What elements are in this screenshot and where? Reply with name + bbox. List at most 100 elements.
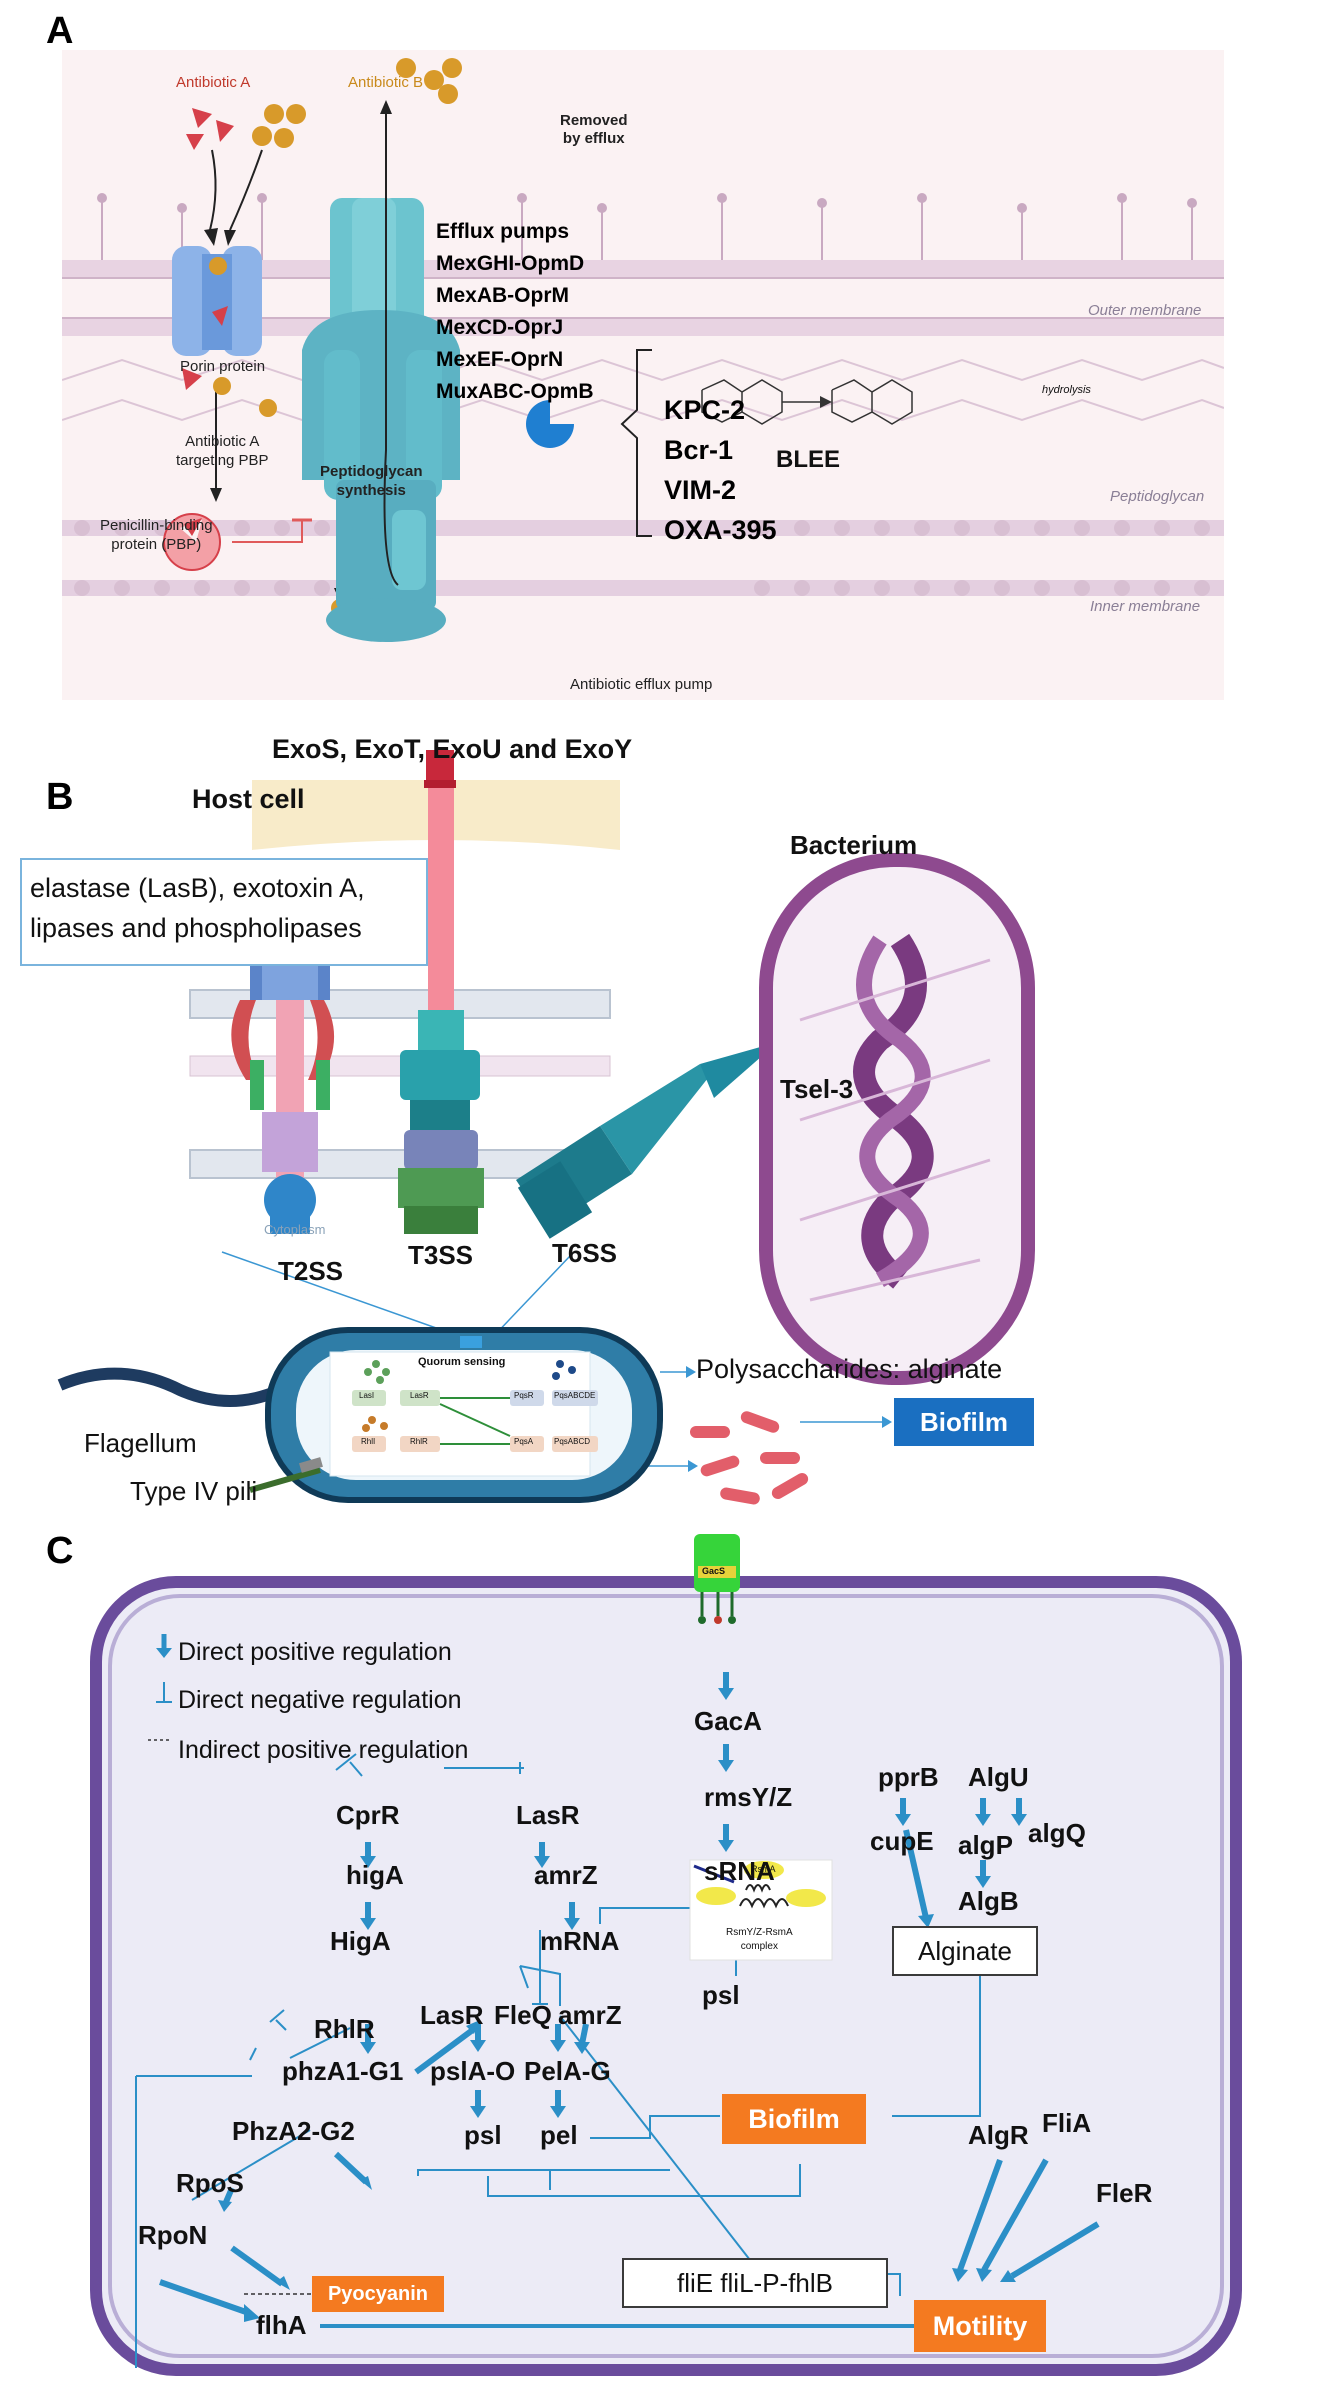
rsma-complex-label: RsmY/Z-RsmA complex bbox=[726, 1927, 793, 1952]
gene-mrna: mRNA bbox=[540, 1926, 620, 1956]
gene-algq: algQ bbox=[1028, 1818, 1086, 1848]
gene-gaca: GacA bbox=[694, 1706, 762, 1736]
gene-fleq: FleQ bbox=[494, 2000, 552, 2030]
biofilm-bacteria-icon bbox=[690, 1411, 809, 1505]
efflux-pump-1: MexGHI-OpmD bbox=[436, 252, 585, 275]
pyocyanin-box: Pyocyanin bbox=[312, 2276, 444, 2312]
gene-algu: AlgU bbox=[968, 1762, 1029, 1792]
biofilm-box-c: Biofilm bbox=[722, 2094, 866, 2144]
efflux-pump-4: MexEF-OprN bbox=[436, 348, 564, 371]
gene-cprr: CprR bbox=[336, 1800, 400, 1830]
biofilm-box-b: Biofilm bbox=[894, 1398, 1034, 1446]
gene-psl-top: psl bbox=[702, 1980, 740, 2010]
gene-rpos: RpoS bbox=[176, 2168, 244, 2198]
inner-membrane-label: Inner membrane bbox=[1090, 598, 1201, 615]
exo-label: ExoS, ExoT, ExoU and ExoY bbox=[272, 734, 633, 764]
motility-box: Motility bbox=[914, 2300, 1046, 2352]
gene-lasr-top: LasR bbox=[516, 1800, 580, 1830]
panel-c-letter: C bbox=[46, 1530, 74, 1572]
antibiotic-a-icon bbox=[186, 108, 234, 150]
gene-pel: pel bbox=[540, 2120, 578, 2150]
secreted-factors-label: elastase (LasB), exotoxin A, lipases and… bbox=[30, 873, 365, 943]
gene-pslao: pslA-O bbox=[430, 2056, 516, 2086]
t2ss-label: T2SS bbox=[278, 1256, 344, 1286]
alginate-box: Alginate bbox=[892, 1926, 1038, 1976]
gene-phza2: PhzA2-G2 bbox=[232, 2116, 355, 2146]
qs-node-rhlr: RhlR bbox=[410, 1437, 428, 1446]
gene-flha: flhA bbox=[256, 2310, 307, 2340]
peptidoglycan-synthesis-label: Peptidoglycan synthesis bbox=[320, 463, 423, 499]
enzyme-vim2: VIM-2 bbox=[664, 475, 737, 505]
efflux-pumps-list: Efflux pumps MexGHI-OpmD MexAB-OprM MexC… bbox=[436, 216, 594, 408]
blee-icon bbox=[526, 400, 574, 448]
type-iv-pili-label: Type IV pili bbox=[130, 1476, 258, 1506]
enzyme-bcr1: Bcr-1 bbox=[664, 435, 734, 465]
rsma-label-1: RsmA bbox=[751, 1864, 776, 1874]
pbp-icon bbox=[163, 513, 221, 571]
gene-higa-small: higA bbox=[346, 1860, 404, 1890]
polysaccharides-label: Polysaccharides: alginate bbox=[696, 1354, 1003, 1384]
antibiotic-b-label: Antibiotic B bbox=[348, 74, 424, 91]
t6ss-icon bbox=[516, 1042, 778, 1239]
t3ss-icon bbox=[398, 750, 484, 1234]
antibiotic-a-label: Antibiotic A bbox=[176, 74, 251, 91]
t3ss-label: T3SS bbox=[408, 1240, 474, 1270]
efflux-pump-label: Antibiotic efflux pump bbox=[570, 676, 713, 693]
qs-node-pqsabcde: PqsABCDE bbox=[554, 1391, 596, 1400]
enzyme-oxa395: OXA-395 bbox=[664, 515, 777, 545]
efflux-pump-5: MuxABC-OpmB bbox=[436, 380, 594, 403]
panel-b-figure bbox=[57, 750, 1035, 1505]
porin-protein-label: Porin protein bbox=[180, 358, 266, 375]
t2ss-icon bbox=[231, 926, 335, 1234]
panel-b: B bbox=[0, 700, 1330, 1530]
secreted-factors-box bbox=[20, 858, 428, 966]
porin-protein-icon bbox=[172, 246, 262, 356]
quorum-sensing-label: Quorum sensing bbox=[418, 1356, 506, 1368]
blee-label: BLEE bbox=[776, 446, 841, 473]
gene-algb: AlgB bbox=[958, 1886, 1019, 1916]
peptidoglycan-label: Peptidoglycan bbox=[1110, 488, 1205, 505]
panel-c-figure bbox=[90, 1534, 1242, 2376]
host-cell-label: Host cell bbox=[192, 784, 305, 814]
bacterial-cell-icon bbox=[57, 1327, 663, 1503]
antibiotic-b-icon bbox=[252, 104, 306, 148]
hydrolysis-label: hydrolysis bbox=[1042, 384, 1091, 396]
legend-indirect-positive: Indirect positive regulation bbox=[178, 1736, 469, 1764]
gene-pelag: PelA-G bbox=[524, 2056, 611, 2086]
blee-enzymes: KPC-2 Bcr-1 VIM-2 OXA-395 bbox=[664, 390, 777, 550]
antibiotic-a-targeting-pbp-label: Antibiotic A targeting PBP bbox=[176, 433, 269, 469]
panel-b-letter: B bbox=[46, 776, 74, 818]
qs-node-rhli: RhlI bbox=[361, 1437, 376, 1446]
gene-psl: psl bbox=[464, 2120, 502, 2150]
outer-membrane-label: Outer membrane bbox=[1088, 302, 1202, 319]
pbp-label: Penicillin-binding protein (PBP) bbox=[100, 517, 213, 553]
gacs-label: GacS bbox=[702, 1566, 726, 1576]
flagellum-label: Flagellum bbox=[84, 1428, 197, 1458]
gene-lasr: LasR bbox=[420, 2000, 484, 2030]
gacs-icon bbox=[694, 1534, 740, 1624]
qs-node-lasr: LasR bbox=[410, 1391, 429, 1400]
qs-node-pqsa: PqsA bbox=[514, 1437, 534, 1446]
t6ss-label: T6SS bbox=[552, 1238, 618, 1268]
qs-node-pqsr: PqsR bbox=[514, 1391, 534, 1400]
gene-fler: FleR bbox=[1096, 2178, 1153, 2208]
gene-rpon: RpoN bbox=[138, 2220, 208, 2250]
gene-amrz-top: amrZ bbox=[534, 1860, 598, 1890]
legend-direct-negative: Direct negative regulation bbox=[178, 1686, 462, 1714]
rsma-complex-icon bbox=[689, 1859, 833, 1961]
gene-cupe: cupE bbox=[870, 1826, 934, 1856]
gene-amrz: amrZ bbox=[558, 2000, 622, 2030]
gene-pprb: pprB bbox=[878, 1762, 939, 1792]
panel-a-letter: A bbox=[46, 10, 74, 52]
bacterium-icon bbox=[759, 853, 1035, 1385]
gene-rmsyz: rmsY/Z bbox=[704, 1782, 793, 1812]
gene-srna: sRNA bbox=[704, 1856, 775, 1886]
legend-glyphs bbox=[148, 1634, 172, 1741]
qs-node-pqsabcd: PqsABCD bbox=[554, 1437, 591, 1446]
gene-algp: algP bbox=[958, 1830, 1013, 1860]
panel-a: A bbox=[0, 0, 1330, 700]
efflux-pump-3: MexCD-OprJ bbox=[436, 316, 564, 339]
efflux-pumps-title: Efflux pumps bbox=[436, 220, 570, 243]
removed-by-efflux-label: Removed by efflux bbox=[560, 112, 628, 147]
legend-direct-positive: Direct positive regulation bbox=[178, 1638, 452, 1666]
